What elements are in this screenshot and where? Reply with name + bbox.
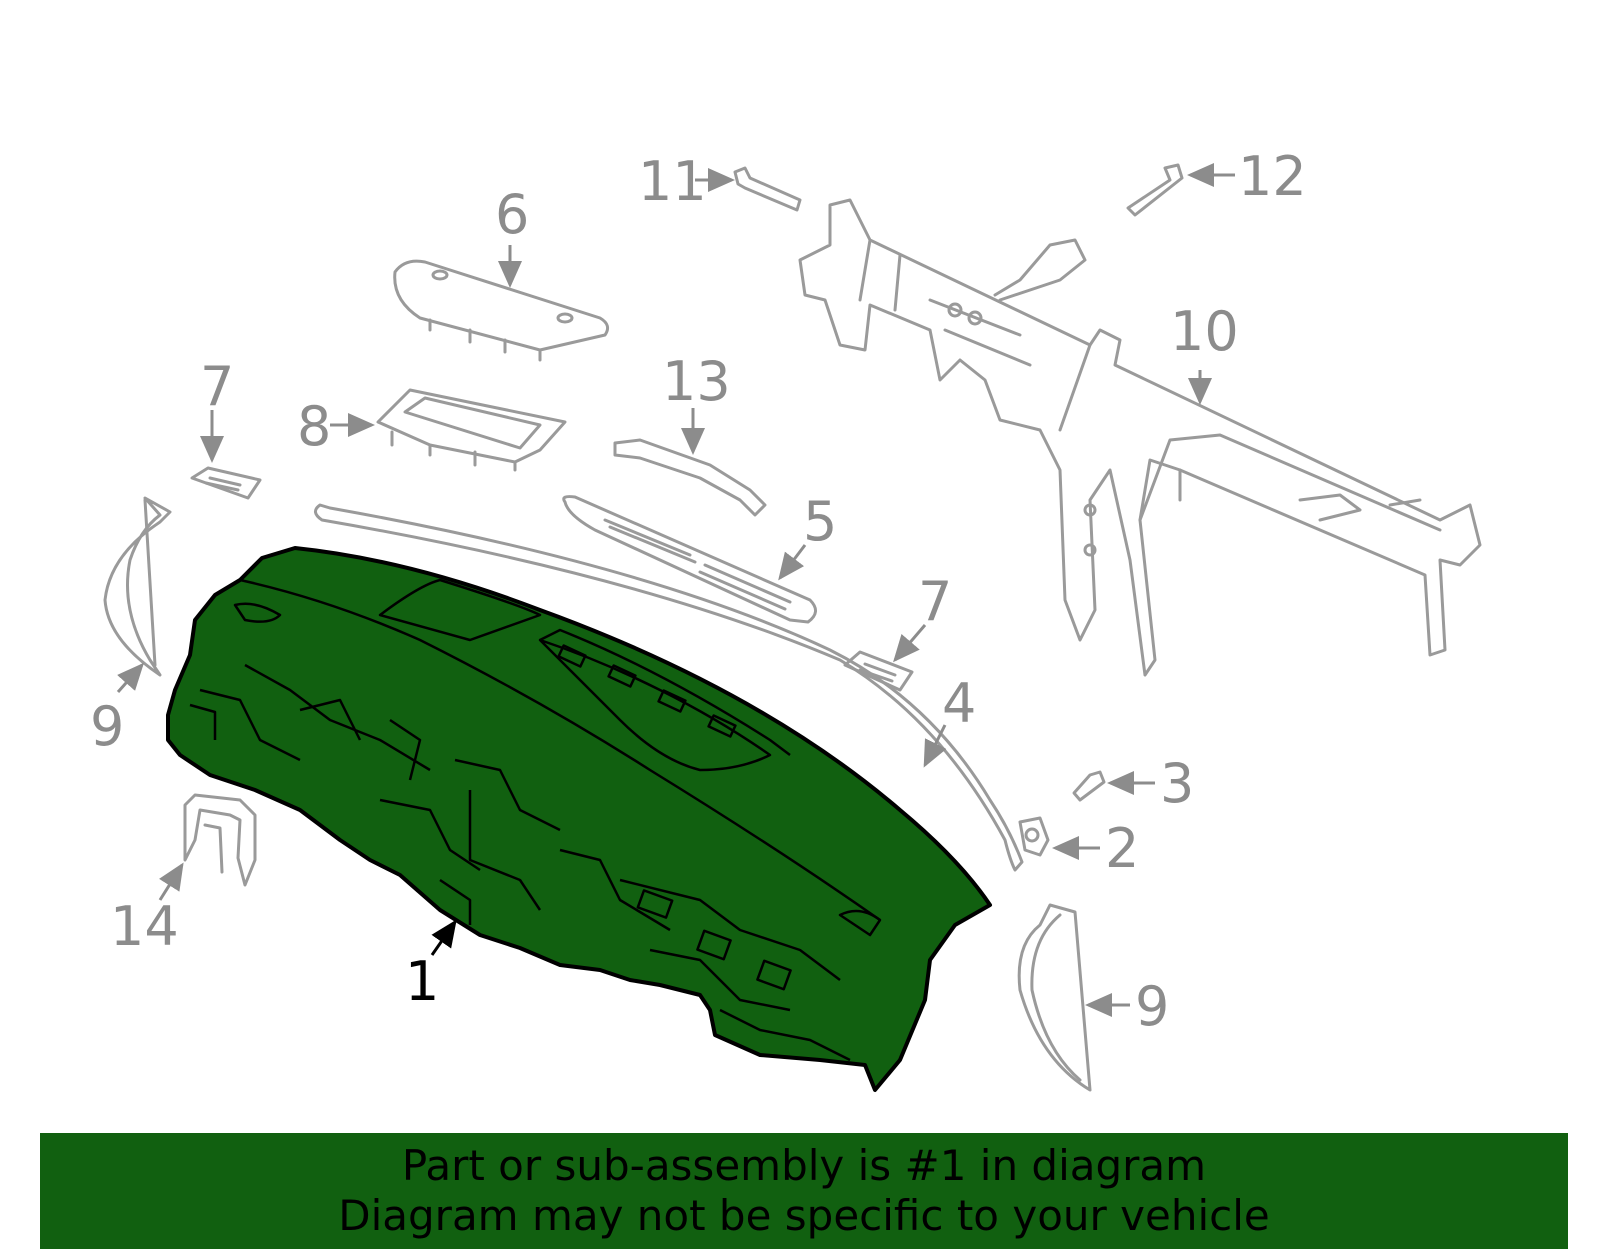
info-banner: Part or sub-assembly is #1 in diagram Di… [40, 1133, 1568, 1249]
part-9-side-panel-left[interactable] [103, 496, 172, 677]
callout-2[interactable]: 2 [1105, 817, 1139, 880]
arrow-9a [116, 662, 144, 693]
part-7-vent-left[interactable] [190, 466, 262, 500]
arrow-14 [158, 862, 184, 901]
banner-line-1: Part or sub-assembly is #1 in diagram [401, 1141, 1207, 1190]
part-12-bolt[interactable] [1126, 163, 1184, 217]
callout-1[interactable]: 1 [405, 950, 439, 1013]
callout-9-left[interactable]: 9 [90, 695, 124, 758]
part-10-cross-car-beam[interactable] [798, 198, 1482, 677]
part-4-molding-strip[interactable] [314, 503, 1024, 872]
part-9-side-panel-right[interactable] [1017, 903, 1092, 1092]
callout-12[interactable]: 12 [1238, 145, 1307, 208]
callout-7-left[interactable]: 7 [200, 355, 234, 418]
part-11-bolt[interactable] [733, 166, 802, 212]
part-3-bolt[interactable] [1072, 770, 1106, 802]
callout-5[interactable]: 5 [803, 490, 837, 553]
arrow-7b [893, 624, 927, 663]
part-14-bracket[interactable] [183, 793, 257, 887]
banner-line-2: Diagram may not be specific to your vehi… [338, 1191, 1270, 1240]
part-8-tray[interactable] [376, 388, 567, 472]
callout-8[interactable]: 8 [297, 395, 331, 458]
arrow-5 [778, 544, 807, 581]
leader-arrows [116, 163, 1235, 1017]
part-2-clip[interactable] [1018, 816, 1050, 857]
callout-labels: 1 2 3 4 5 6 7 7 8 9 9 10 11 12 13 14 [90, 145, 1307, 1038]
part-1-instrument-panel[interactable] [166, 546, 992, 1092]
callout-4[interactable]: 4 [942, 672, 976, 735]
callout-3[interactable]: 3 [1160, 752, 1194, 815]
part-13-bracket[interactable] [613, 438, 767, 517]
callout-14[interactable]: 14 [110, 895, 179, 958]
callout-11[interactable]: 11 [638, 150, 707, 213]
arrow-4 [923, 724, 947, 768]
callout-7-right[interactable]: 7 [918, 570, 952, 633]
part-6-cover[interactable] [393, 259, 610, 362]
callout-9-right[interactable]: 9 [1135, 975, 1169, 1038]
arrow-1 [430, 919, 457, 956]
callout-10[interactable]: 10 [1170, 300, 1239, 363]
callout-13[interactable]: 13 [662, 350, 731, 413]
callout-6[interactable]: 6 [495, 183, 529, 246]
part-5-defroster-grille[interactable] [562, 495, 817, 624]
